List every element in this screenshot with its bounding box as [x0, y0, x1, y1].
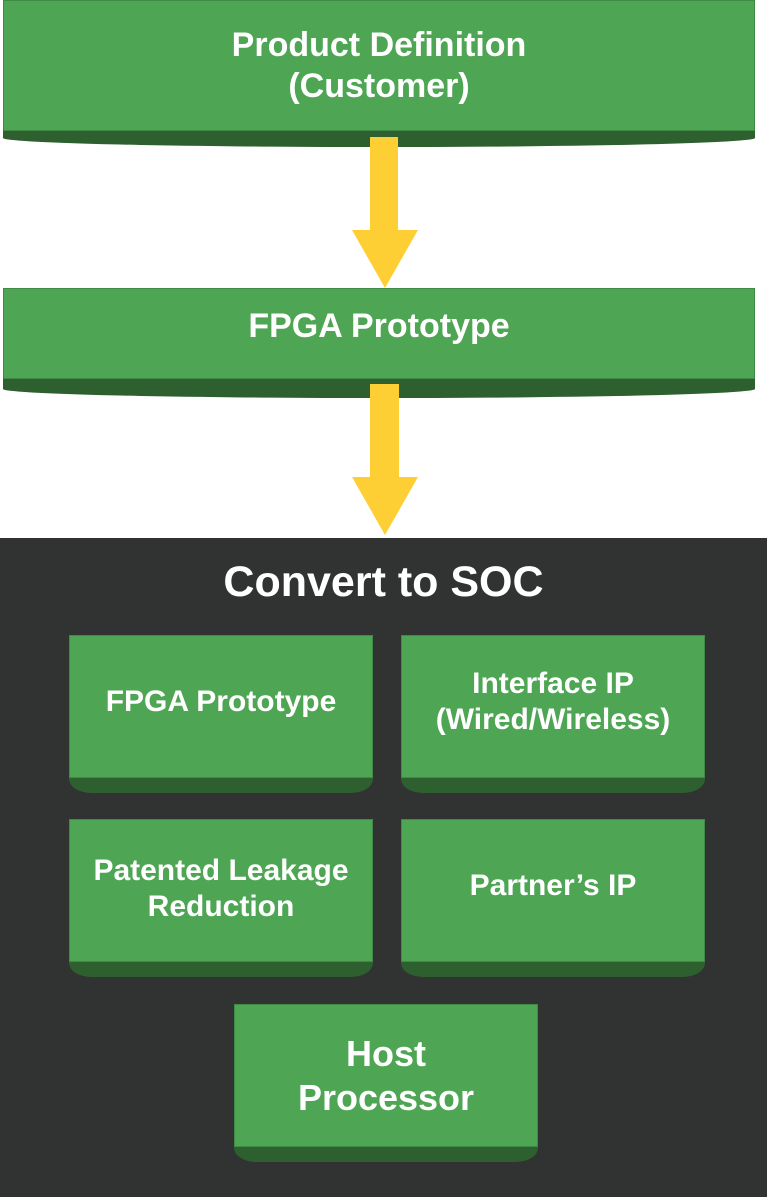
soc-title: Convert to SOC [223, 558, 544, 606]
soc-block-face: Partner’s IP [401, 819, 705, 962]
soc-block-face: Patented Leakage Reduction [69, 819, 373, 962]
soc-block-label: Interface IP (Wired/Wireless) [435, 666, 671, 736]
soc-block-fpga-prototype: FPGA Prototype [69, 635, 373, 793]
product-definition-box: Product Definition (Customer) [3, 0, 755, 147]
arrow-down-icon [352, 384, 418, 535]
soc-block-face: Interface IP (Wired/Wireless) [401, 635, 705, 778]
soc-block-partner-ip: Partner’s IP [401, 819, 705, 977]
soc-block-label: Partner’s IP [469, 868, 637, 902]
fpga-prototype-face: FPGA Prototype [3, 288, 755, 379]
product-definition-label: Product Definition (Customer) [231, 25, 527, 105]
soc-block-label: Host Processor [297, 1033, 475, 1118]
convert-to-soc-panel: Convert to SOC FPGA Prototype Interface … [0, 538, 767, 1197]
arrow-down-icon [352, 137, 418, 288]
product-definition-face: Product Definition (Customer) [3, 0, 755, 131]
soc-block-face: Host Processor [234, 1004, 538, 1147]
fpga-prototype-box: FPGA Prototype [3, 288, 755, 398]
fpga-prototype-label: FPGA Prototype [248, 307, 510, 346]
soc-block-face: FPGA Prototype [69, 635, 373, 778]
arrow-shape [352, 137, 418, 288]
soc-block-host-processor: Host Processor [234, 1004, 538, 1162]
soc-block-label: FPGA Prototype [105, 684, 337, 718]
soc-block-label: Patented Leakage Reduction [93, 853, 349, 923]
arrow-shape [352, 384, 418, 535]
soc-block-leakage-reduction: Patented Leakage Reduction [69, 819, 373, 977]
soc-block-interface-ip: Interface IP (Wired/Wireless) [401, 635, 705, 793]
